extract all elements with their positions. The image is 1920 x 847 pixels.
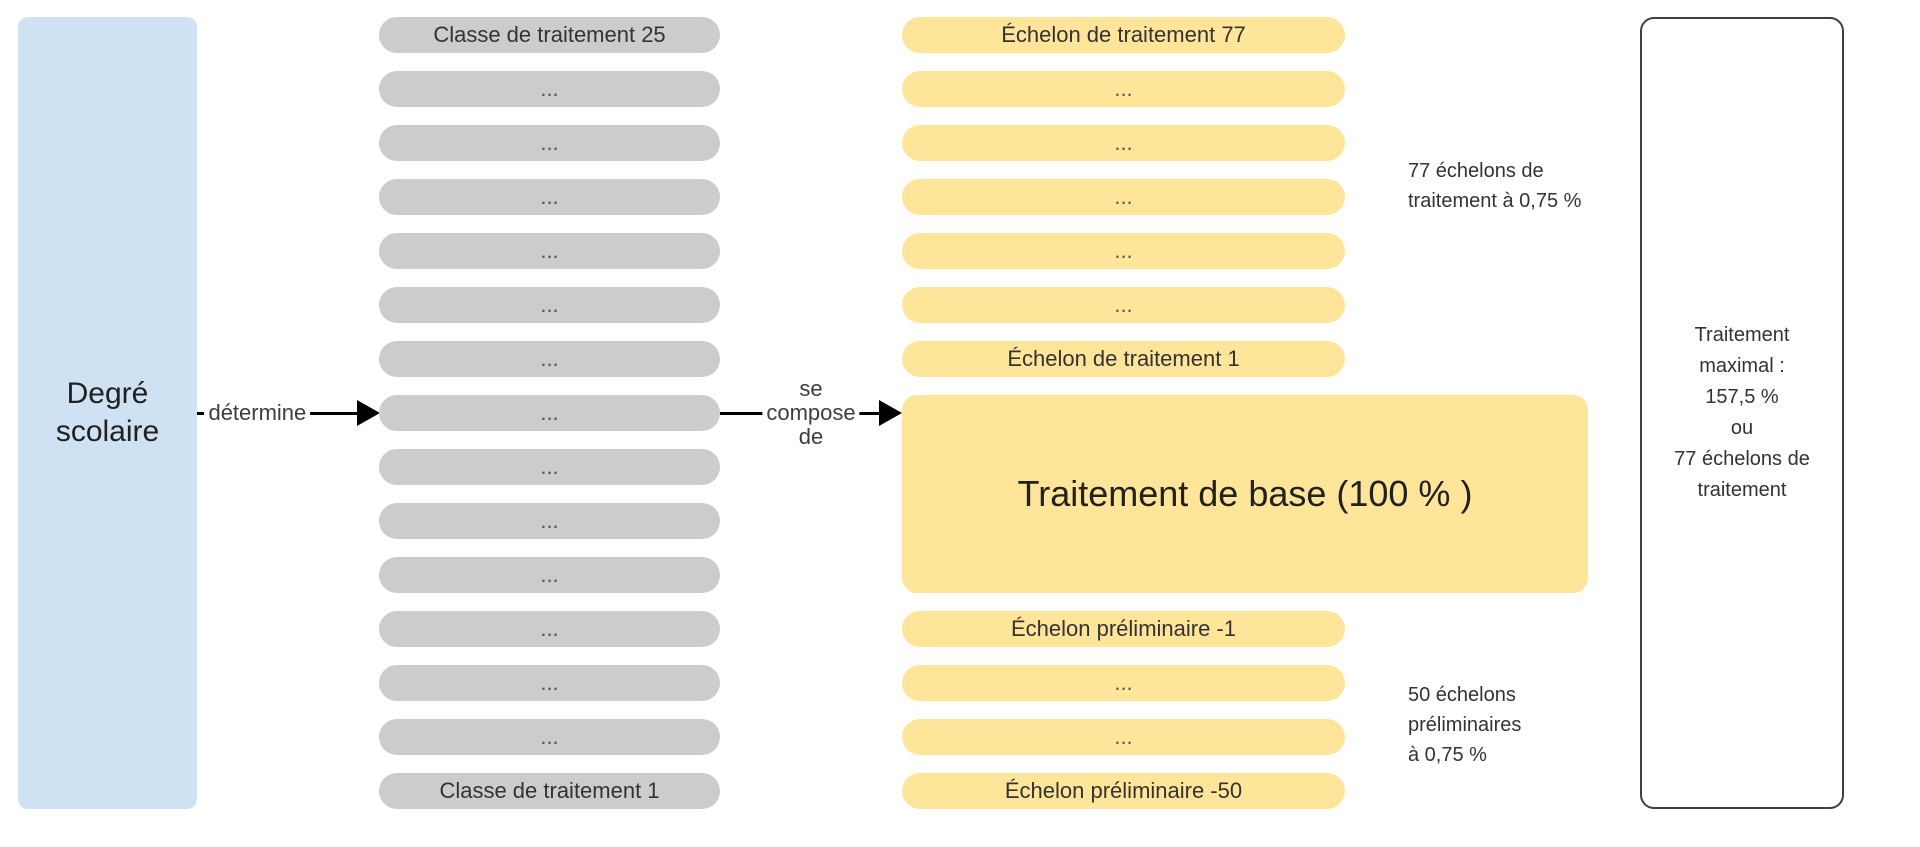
echelon-column: Échelon de traitement 77 ... ... ... ...…	[902, 17, 1588, 809]
compose-arrow: se compose de	[720, 377, 902, 449]
echelon-pill: ...	[902, 233, 1345, 269]
class-pill: ...	[379, 449, 720, 485]
max-treatment-box: Traitement maximal : 157,5 % ou 77 échel…	[1640, 17, 1844, 809]
degree-scolaire-label: Degré scolaire	[55, 377, 160, 448]
class-pill: Classe de traitement 1	[379, 773, 720, 809]
class-pill: ...	[379, 395, 720, 431]
class-pill: ...	[379, 665, 720, 701]
class-pill: ...	[379, 341, 720, 377]
class-pill: ...	[379, 179, 720, 215]
echelon-pill: ...	[902, 125, 1345, 161]
echelon-pill: Échelon de traitement 1	[902, 341, 1345, 377]
class-pill: ...	[379, 287, 720, 323]
class-pill: ...	[379, 125, 720, 161]
determine-arrow: détermine	[197, 395, 380, 431]
base-treatment-box: Traitement de base (100 % )	[902, 395, 1588, 593]
base-treatment-label: Traitement de base (100 % )	[1017, 473, 1473, 514]
determine-label: détermine	[204, 401, 311, 425]
arrowhead-icon	[879, 400, 902, 426]
class-pill: ...	[379, 71, 720, 107]
class-pill: ...	[379, 557, 720, 593]
max-treatment-text: Traitement maximal : 157,5 % ou 77 échel…	[1674, 324, 1810, 501]
class-pill: ...	[379, 503, 720, 539]
compose-label: se compose de	[762, 377, 860, 449]
arrowhead-icon	[357, 400, 380, 426]
class-pill: ...	[379, 719, 720, 755]
echelon-pill: Échelon préliminaire -50	[902, 773, 1345, 809]
preliminaires-annotation: 50 échelons préliminaires à 0,75 %	[1408, 684, 1522, 766]
degree-scolaire-box: Degré scolaire	[18, 17, 197, 809]
echelon-pill: ...	[902, 71, 1345, 107]
class-pill: ...	[379, 233, 720, 269]
echelon-pill: ...	[902, 665, 1345, 701]
echelon-pill: ...	[902, 179, 1345, 215]
class-pill: Classe de traitement 25	[379, 17, 720, 53]
echelon-pill: Échelon de traitement 77	[902, 17, 1345, 53]
echelon-pill: ...	[902, 719, 1345, 755]
echelon-pill: ...	[902, 287, 1345, 323]
echelons-annotation: 77 échelons de traitement à 0,75 %	[1408, 160, 1582, 212]
class-column: Classe de traitement 25 ... ... ... ... …	[379, 17, 720, 809]
echelon-pill: Échelon préliminaire -1	[902, 611, 1345, 647]
class-pill: ...	[379, 611, 720, 647]
